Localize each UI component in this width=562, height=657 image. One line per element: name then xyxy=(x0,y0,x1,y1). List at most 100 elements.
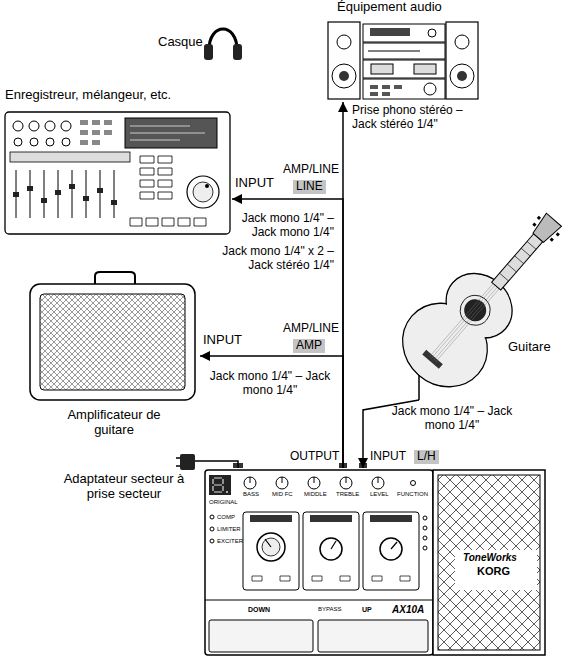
panel-label: ORIGINAL xyxy=(209,499,238,506)
knob xyxy=(61,121,71,131)
cassette-window xyxy=(371,64,393,74)
section-header xyxy=(250,515,292,522)
knob xyxy=(30,138,38,146)
adapter-prongs xyxy=(176,458,180,466)
cable-connector xyxy=(232,199,343,468)
recorder-illustration xyxy=(5,112,230,234)
node-text: KORG xyxy=(477,565,537,578)
knob xyxy=(13,121,23,131)
effect-section xyxy=(363,512,419,590)
knob xyxy=(14,138,22,146)
panel-label: DOWN xyxy=(248,606,270,614)
node-text: ToneWorks xyxy=(463,552,543,564)
led xyxy=(210,515,214,519)
tuner-unit xyxy=(363,24,445,42)
knob xyxy=(46,138,54,146)
cable-spec: Jack mono 1/4" – Jack mono 1/4" xyxy=(382,405,522,433)
tuner-display xyxy=(370,28,410,36)
knob xyxy=(45,121,55,131)
node-text: Équipement audio xyxy=(337,0,487,15)
panel-label: BYPASS xyxy=(318,606,342,613)
port-label: INPUT xyxy=(370,450,406,464)
port-label: INPUT xyxy=(235,176,274,191)
stereo-system xyxy=(328,22,478,99)
small-switches xyxy=(252,576,410,581)
display-dot xyxy=(226,491,228,493)
panel-divider xyxy=(205,600,433,601)
adapter-illustration xyxy=(176,454,205,470)
guitar-bridge xyxy=(422,350,443,369)
knob-pointers xyxy=(250,477,378,483)
panel-label: COMP xyxy=(217,514,235,521)
port-label: OUTPUT xyxy=(290,450,339,464)
panel-label: LIMITER xyxy=(217,526,241,533)
power-jack xyxy=(233,463,243,468)
cable-spec: Jack mono 1/4" – Jack mono 1/4" xyxy=(222,212,334,240)
cable-spec: Jack mono 1/4" x 2 – Jack stéréo 1/4" xyxy=(222,245,334,273)
jog-dial-inner xyxy=(193,182,213,202)
output-jack xyxy=(339,463,347,468)
panel-label: BASS xyxy=(243,491,259,498)
channel-strip xyxy=(10,152,130,162)
speaker-left xyxy=(328,22,360,99)
fader-slots xyxy=(16,170,114,218)
panel-label: EXCITER xyxy=(217,538,243,545)
node-text: AX10A xyxy=(392,604,442,616)
led xyxy=(411,481,416,486)
tuner-knob xyxy=(428,29,436,37)
large-knob-pointers xyxy=(265,539,397,549)
adapter-cord xyxy=(195,460,205,462)
headband xyxy=(209,29,237,50)
amplifier-illustration xyxy=(30,272,195,400)
woofer xyxy=(450,64,474,88)
guitar-headstock xyxy=(531,213,562,244)
lcd-display xyxy=(125,118,217,148)
switch-setting: AMP xyxy=(293,339,325,353)
section-header xyxy=(370,515,412,522)
cd-tray xyxy=(368,51,420,52)
woofer xyxy=(332,64,356,88)
lcd-lines xyxy=(130,126,205,140)
effect-section xyxy=(303,512,359,590)
cable-spec: Prise phono stéréo – Jack stéréo 1/4" xyxy=(352,104,477,132)
node-text: Enregistreur, mélangeur, etc. xyxy=(5,88,225,103)
panel-label: FUNCTION xyxy=(397,491,428,498)
input-jack xyxy=(359,463,367,468)
guitar-frets xyxy=(500,241,537,281)
led-display xyxy=(209,475,231,495)
guitar-neck xyxy=(492,234,543,290)
small-buttons xyxy=(80,120,112,145)
amp-handle xyxy=(95,272,135,285)
expression-pedal xyxy=(433,470,545,655)
effects-unit-illustration xyxy=(205,463,545,655)
led xyxy=(210,527,214,531)
amp-body xyxy=(30,284,195,400)
cable-connector xyxy=(205,461,238,468)
node-text: Casque xyxy=(158,35,210,50)
recorder-body xyxy=(5,112,230,234)
cassette-window xyxy=(414,64,436,74)
guitar-cable-end xyxy=(418,375,420,400)
speaker-right xyxy=(446,22,478,99)
knob xyxy=(62,138,70,146)
unit-body xyxy=(205,470,433,655)
panel-label: MID FC xyxy=(272,491,293,498)
ac-adapter: Adaptateur secteur à prise secteur xyxy=(55,448,205,503)
node-text: Amplificateur de guitare xyxy=(64,408,164,438)
panel-label: TREBLE xyxy=(336,491,359,498)
amp-buttons xyxy=(370,85,402,96)
tweeter xyxy=(337,35,351,49)
switch-setting: L/H xyxy=(414,450,439,464)
headphones: Casque xyxy=(158,26,243,62)
effect-section xyxy=(243,512,299,590)
ear-cup xyxy=(233,44,242,60)
transport-buttons xyxy=(140,156,172,199)
amp-grille xyxy=(40,294,185,390)
guitar-illustration xyxy=(386,191,562,404)
led xyxy=(423,546,427,550)
panel-label: UP xyxy=(362,606,372,614)
cable-connector xyxy=(342,102,344,468)
switch-label: AMP/LINE xyxy=(283,322,339,336)
acoustic-guitar: Guitare xyxy=(378,215,558,400)
